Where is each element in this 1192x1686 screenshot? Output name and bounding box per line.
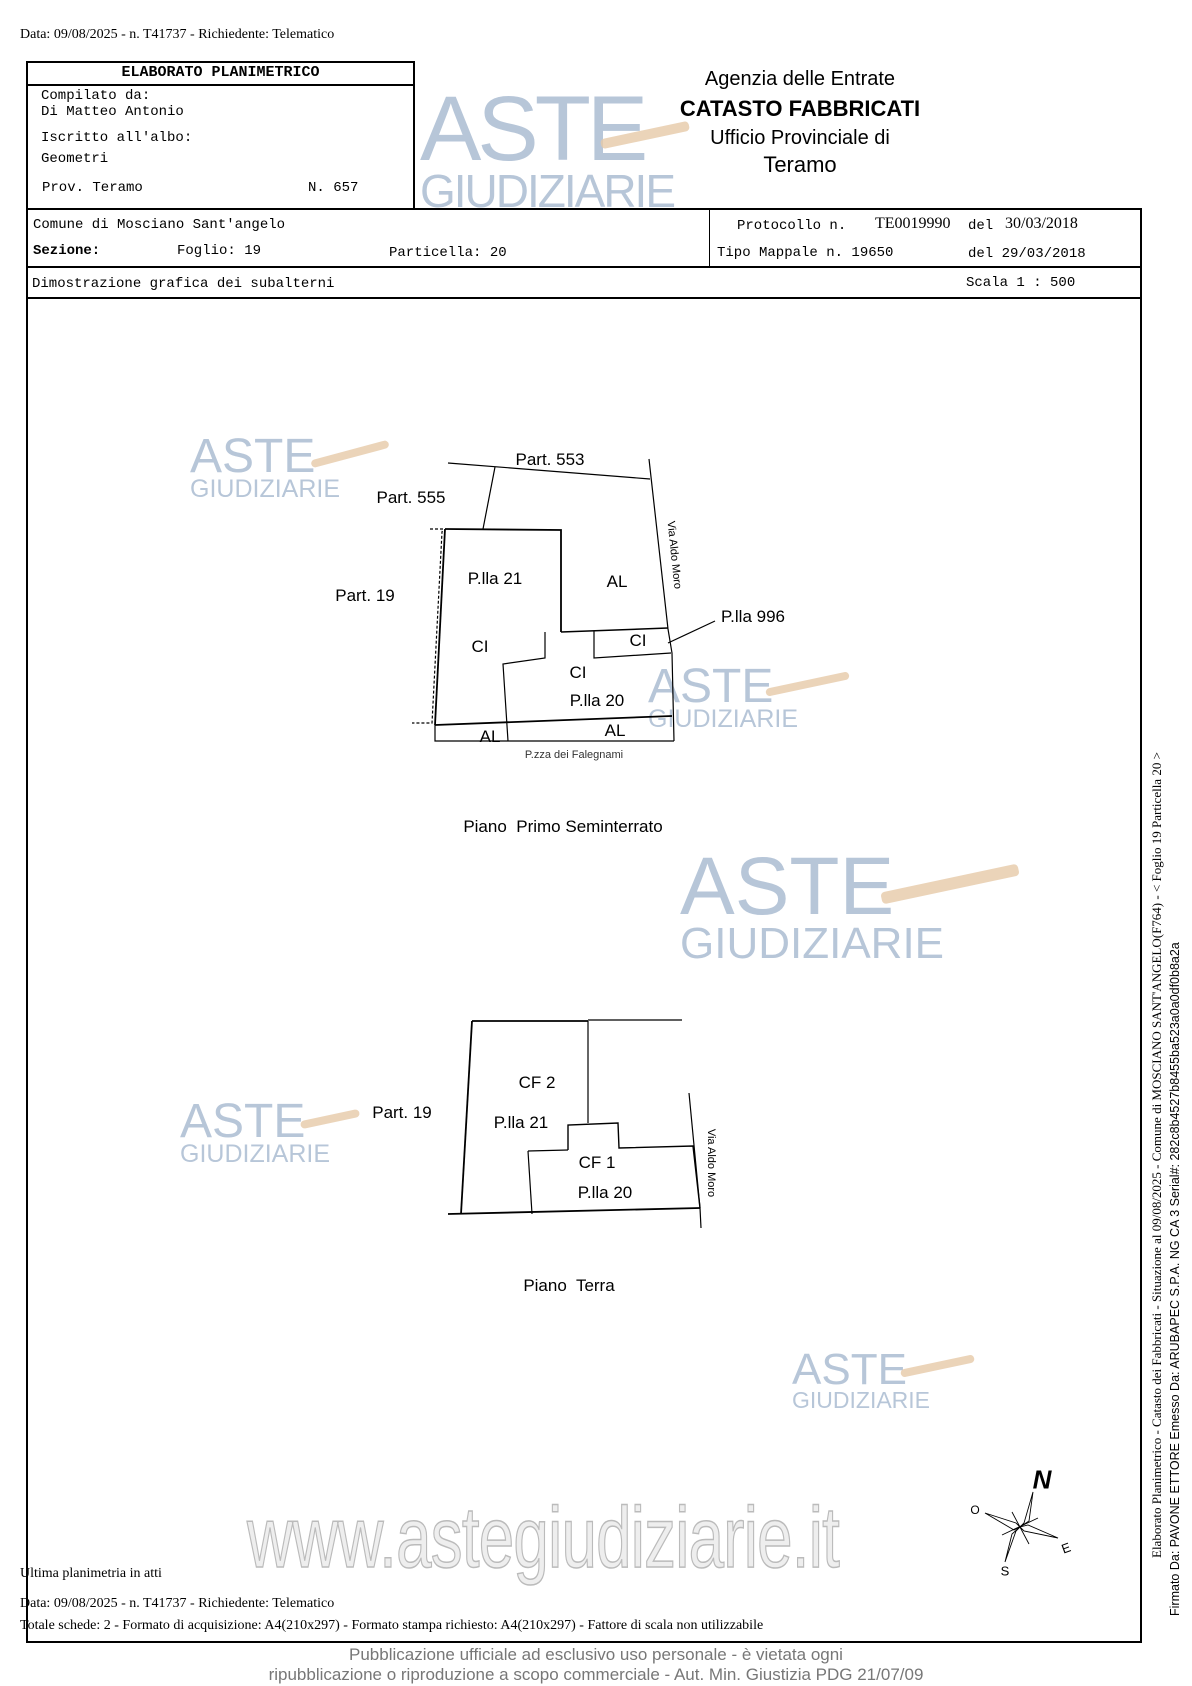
footer-request-line: Data: 09/08/2025 - n. T41737 - Richieden… <box>20 1596 335 1611</box>
label-plla-996: P.lla 996 <box>721 607 785 626</box>
watermark-text: GIUDIZIARIE <box>180 1140 331 1169</box>
protocollo-number: TE0019990 <box>875 215 951 232</box>
watermark-text: GIUDIZIARIE <box>420 164 676 217</box>
watermark-text: ASTE <box>180 1095 306 1148</box>
plan-caption: Piano Terra <box>523 1276 615 1295</box>
dimostrazione-label: Dimostrazione grafica dei subalterni <box>32 276 335 292</box>
watermark-aste: ASTE GIUDIZIARIE <box>190 430 341 504</box>
side-info: Elaborato Planimetrico - Catasto dei Fab… <box>1149 752 1164 1558</box>
label-ci: CI <box>569 663 587 682</box>
watermark-url: www.astegiudiziarie.it <box>246 1490 840 1586</box>
protocollo-label: Protocollo n. <box>737 218 847 234</box>
main-frame <box>26 208 1142 1643</box>
label-al: AL <box>604 721 626 740</box>
watermark-text: GIUDIZIARIE <box>792 1386 931 1413</box>
watermark-aste: ASTE GIUDIZIARIE <box>648 660 798 731</box>
protocollo-del: del <box>968 218 994 234</box>
side-signature: Firmato Da: PAVONE ETTORE Emesso Da: ARU… <box>1168 942 1182 1616</box>
title-divider <box>26 84 415 86</box>
label-part-555: Part. 555 <box>376 488 446 507</box>
watermark-text: ASTE <box>648 660 774 713</box>
tipo-mappale: Tipo Mappale n. 19650 <box>717 245 894 261</box>
disclaimer-line2: ripubblicazione o riproduzione a scopo c… <box>268 1665 924 1684</box>
watermark-text: ASTE <box>420 78 648 180</box>
watermark-aste-large: ASTE GIUDIZIARIE <box>680 841 945 968</box>
catasto-title: CATASTO FABBRICATI <box>679 96 921 121</box>
label-part-553: Part. 553 <box>515 450 585 469</box>
compilato-label: Compilato da: <box>41 88 151 104</box>
compass-rose-icon <box>984 1491 1059 1563</box>
label-al: AL <box>479 727 501 746</box>
sezione: Sezione: <box>33 243 101 259</box>
disclaimer-line1: Pubblicazione ufficiale ad esclusivo uso… <box>349 1645 843 1664</box>
ufficio-city: Teramo <box>763 152 837 177</box>
label-plla-21: P.lla 21 <box>493 1113 549 1132</box>
label-ci: CI <box>629 631 647 650</box>
label-part-19: Part. 19 <box>335 586 395 605</box>
label-cf-1: CF 1 <box>578 1153 616 1172</box>
particella: Particella: 20 <box>389 245 507 261</box>
ufficio: Ufficio Provinciale di <box>710 127 890 149</box>
label-piazza: P.zza dei Falegnami <box>524 749 624 761</box>
albo-value: Geometri <box>41 151 109 167</box>
protocollo-date: 30/03/2018 <box>1005 215 1078 232</box>
label-al: AL <box>606 572 628 591</box>
scale: Scala 1 : 500 <box>966 275 1076 291</box>
compass-s: S <box>1000 1563 1010 1579</box>
plan-caption: Piano Primo Seminterrato <box>463 817 663 836</box>
column-divider <box>709 208 710 266</box>
ultima-planimetria: Ultima planimetria in atti <box>20 1566 162 1581</box>
iscritto-label: Iscritto all'albo: <box>41 130 193 146</box>
document-title: ELABORATO PLANIMETRICO <box>121 64 320 81</box>
plan-piano-terra <box>447 1019 702 1229</box>
comune: Comune di Mosciano Sant'angelo <box>33 217 286 233</box>
province: Prov. Teramo <box>42 180 143 196</box>
label-ci: CI <box>471 637 489 656</box>
albo-number: N. 657 <box>308 180 359 196</box>
label-plla-20: P.lla 20 <box>569 691 625 710</box>
label-plla-21: P.lla 21 <box>467 569 523 588</box>
watermark-aste: ASTE GIUDIZIARIE <box>792 1345 931 1413</box>
label-cf-2: CF 2 <box>518 1073 556 1092</box>
footer-totale: Totale schede: 2 - Formato di acquisizio… <box>20 1618 764 1633</box>
watermark-aste: ASTE GIUDIZIARIE <box>180 1095 331 1169</box>
label-via: Via Aldo Moro <box>705 1128 717 1198</box>
compass-n: N <box>1032 1464 1052 1495</box>
watermark-text: GIUDIZIARIE <box>680 918 945 968</box>
watermark-text: GIUDIZIARIE <box>190 475 341 504</box>
watermark-text: ASTE <box>792 1345 907 1394</box>
tipo-mappale-date: del 29/03/2018 <box>968 246 1086 262</box>
watermark-aste-top: ASTE GIUDIZIARIE <box>420 78 676 217</box>
row-divider <box>26 297 1142 299</box>
compass-o: O <box>970 1503 980 1517</box>
watermark-text: ASTE <box>680 841 895 932</box>
row-divider <box>26 266 1142 268</box>
request-line: Data: 09/08/2025 - n. T41737 - Richieden… <box>20 27 335 42</box>
label-part-19: Part. 19 <box>372 1103 432 1122</box>
label-plla-20: P.lla 20 <box>577 1183 633 1202</box>
foglio: Foglio: 19 <box>177 243 262 259</box>
watermark-text: ASTE <box>190 430 316 483</box>
agency-name: Agenzia delle Entrate <box>704 68 896 90</box>
plan-primo-seminterrato <box>412 458 716 742</box>
compilato-name: Di Matteo Antonio <box>41 104 184 120</box>
